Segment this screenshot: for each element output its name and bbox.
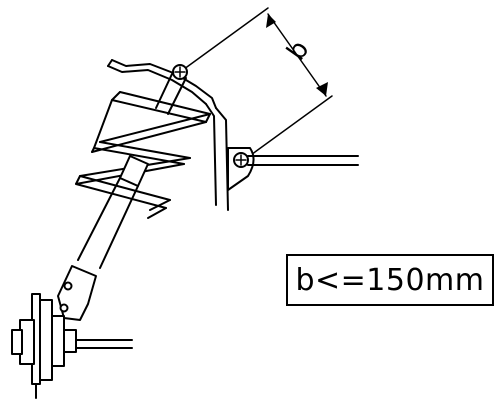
dimension-b-label: b	[281, 35, 315, 66]
dimension-b: b	[179, 7, 333, 161]
max-distance-label-box: b<=150mm	[286, 254, 494, 306]
coil-spring	[75, 91, 211, 219]
pivot-bracket	[227, 147, 359, 191]
upper-mount-bolt	[172, 64, 188, 80]
shock-absorber	[57, 73, 187, 321]
max-distance-label: b<=150mm	[295, 262, 485, 298]
wheel-hub	[11, 293, 133, 399]
